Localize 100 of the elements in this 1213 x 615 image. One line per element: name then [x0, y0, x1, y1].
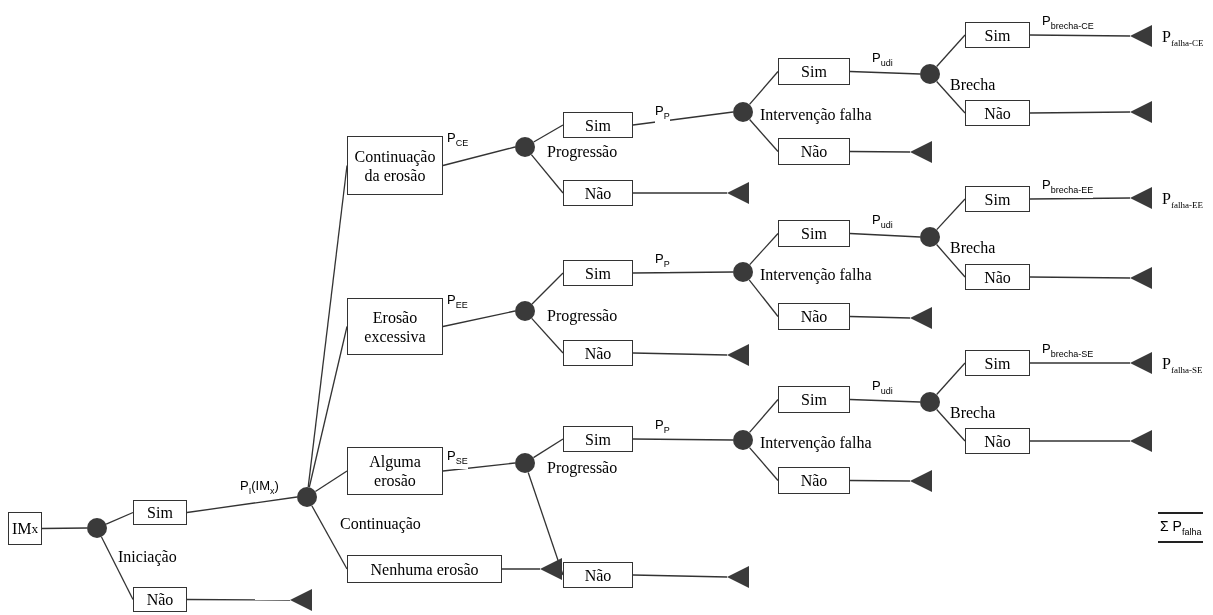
chance-node: [920, 227, 940, 247]
end-marker: [1130, 101, 1152, 123]
connector-line: [936, 408, 966, 442]
connector-line: [1029, 362, 1131, 364]
connector-line: [849, 70, 921, 75]
connector-line: [632, 352, 728, 356]
connector-line: [442, 462, 516, 472]
connector-line: [632, 111, 734, 126]
chance-node: [733, 262, 753, 282]
end-marker: [910, 470, 932, 492]
node-caption: Brecha: [950, 239, 996, 257]
node-caption: Iniciação: [118, 548, 177, 566]
connector-line: [314, 470, 348, 493]
edge-label: P$_{P}$: [655, 103, 670, 124]
end-marker: [1130, 25, 1152, 47]
connector-line: [632, 574, 728, 578]
branch-box: Não: [965, 100, 1030, 126]
node-caption: Intervenção falha: [760, 266, 872, 284]
end-marker: [540, 558, 562, 580]
connector-line: [1029, 111, 1131, 114]
connector-line: [442, 310, 516, 328]
chance-node: [87, 518, 107, 538]
branch-box: Sim: [133, 500, 187, 525]
node-caption: P$_{falha-EE}$: [1162, 190, 1203, 211]
end-marker: [1130, 430, 1152, 452]
branch-box: Não: [563, 340, 633, 366]
chance-node: [515, 301, 535, 321]
edge-label: P$_{P}$: [655, 251, 670, 272]
end-marker: [910, 141, 932, 163]
connector-line: [532, 438, 564, 459]
branch-box: Não: [563, 180, 633, 206]
branch-box: Não: [778, 467, 850, 494]
branch-box: Nenhuma erosão: [347, 555, 502, 583]
node-caption: Progressão: [547, 459, 618, 477]
branch-box: Erosão excessiva: [347, 298, 443, 355]
branch-box: Alguma erosão: [347, 447, 443, 495]
connector-line: [105, 511, 134, 525]
branch-box: Sim: [563, 426, 633, 452]
connector-line: [849, 398, 921, 403]
node-caption: Brecha: [950, 76, 996, 94]
end-marker: [1130, 267, 1152, 289]
branch-box: Não: [965, 264, 1030, 290]
connector-line: [442, 146, 516, 167]
edge-label: P$_{brecha-EE}$: [1042, 177, 1094, 198]
chance-node: [733, 102, 753, 122]
branch-box: Sim: [965, 22, 1030, 48]
connector-line: [936, 362, 966, 396]
branch-box: Sim: [778, 58, 850, 85]
end-marker: [727, 566, 749, 588]
branch-box: Sim: [778, 386, 850, 413]
connector-line: [935, 243, 966, 278]
connector-line: [632, 192, 728, 194]
connector-line: [186, 496, 298, 514]
connector-line: [530, 154, 564, 194]
connector-line: [1029, 440, 1131, 442]
edge-label: P$_{SE}$: [447, 448, 468, 469]
node-caption: P$_{falha-CE}$: [1162, 28, 1204, 49]
node-caption: Progressão: [547, 307, 618, 325]
chance-node: [297, 487, 317, 507]
end-marker: [727, 344, 749, 366]
connector-line: [186, 598, 291, 601]
connector-line: [748, 279, 779, 318]
branch-box: Não: [965, 428, 1030, 454]
end-marker: [1130, 352, 1152, 374]
node-caption: Continuação: [340, 515, 421, 533]
branch-box: Não: [563, 562, 633, 588]
connector-line: [501, 568, 541, 570]
chance-node: [515, 137, 535, 157]
connector-line: [41, 527, 88, 530]
connector-line: [849, 150, 911, 153]
connector-line: [632, 271, 734, 274]
connector-line: [748, 70, 779, 106]
connector-line: [531, 272, 564, 305]
branch-box: Não: [133, 587, 187, 612]
chance-node: [733, 430, 753, 450]
chance-node: [515, 453, 535, 473]
end-marker: [727, 182, 749, 204]
branch-box: Não: [778, 303, 850, 330]
end-marker: [290, 589, 312, 611]
connector-line: [100, 536, 134, 601]
edge-label: P$_{I}$(IM$_{x}$): [240, 478, 279, 499]
connector-line: [748, 398, 779, 434]
connector-line: [748, 446, 779, 482]
sum-label: Σ P$_{falha}$: [1158, 512, 1204, 543]
branch-box: Sim: [563, 260, 633, 286]
connector-line: [632, 438, 734, 441]
connector-line: [1029, 34, 1131, 37]
connector-line: [1029, 197, 1131, 200]
node-caption: P$_{falha-SE}$: [1162, 355, 1203, 376]
connector-line: [749, 118, 779, 153]
connector-line: [308, 325, 348, 488]
node-caption: Intervenção falha: [760, 434, 872, 452]
connector-line: [1029, 276, 1131, 279]
chance-node: [920, 64, 940, 84]
connector-line: [533, 124, 564, 143]
connector-line: [936, 34, 966, 68]
node-caption: Brecha: [950, 404, 996, 422]
branch-box: Sim: [965, 186, 1030, 212]
end-marker: [910, 307, 932, 329]
connector-line: [936, 198, 966, 231]
